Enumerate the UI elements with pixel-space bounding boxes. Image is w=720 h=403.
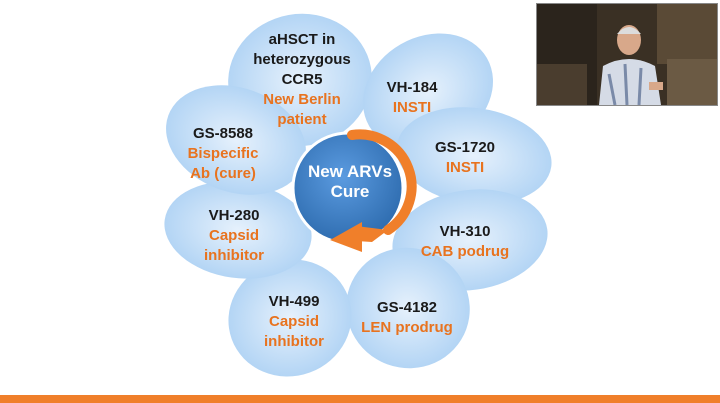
center-label: New ARVs Cure — [300, 162, 400, 202]
petal-label-ahsct: aHSCT in heterozygous CCR5 New Berlin pa… — [250, 30, 354, 130]
petal-vh499 — [228, 259, 352, 377]
petal-gs1720 — [396, 107, 552, 205]
petal-desc: inhibitor — [204, 247, 264, 264]
speaker-image — [537, 4, 717, 105]
petal-label-gs4182: GS-4182 LEN prodrug — [352, 298, 462, 338]
petal-gs8588 — [166, 85, 306, 195]
petal-code: GS-1720 — [434, 139, 496, 156]
petal-desc: CAB podrug — [420, 243, 510, 260]
petal-desc: New Berlin — [263, 91, 341, 108]
petal-code: GS-4182 — [376, 299, 438, 316]
petal-desc: LEN prodrug — [361, 319, 453, 336]
bottom-accent-bar — [0, 395, 720, 403]
petal-code: CCR5 — [281, 71, 323, 88]
center-line1: New ARVs — [307, 162, 393, 181]
petal-label-vh499: VH-499 Capsid inhibitor — [252, 292, 336, 352]
petal-code: VH-310 — [439, 223, 491, 240]
petal-desc: Ab (cure) — [190, 165, 256, 182]
petal-gs4182 — [346, 247, 470, 369]
petal-desc: Capsid — [208, 227, 259, 244]
petals — [164, 13, 552, 377]
center-line2: Cure — [330, 182, 370, 201]
petal-label-gs1720: GS-1720 INSTI — [420, 138, 510, 178]
petal-label-gs8588: GS-8588 Bispecific Ab (cure) — [176, 124, 270, 184]
petal-label-vh184: VH-184 INSTI — [372, 78, 452, 118]
speaker-video-thumbnail — [536, 3, 718, 106]
petal-desc: inhibitor — [264, 333, 324, 350]
petal-label-vh310: VH-310 CAB podrug — [410, 222, 520, 262]
petal-code: VH-184 — [386, 79, 438, 96]
petal-desc: Bispecific — [187, 145, 259, 162]
petal-label-vh280: VH-280 Capsid inhibitor — [192, 206, 276, 266]
petal-desc: Capsid — [268, 313, 319, 330]
petal-code: VH-499 — [268, 293, 320, 310]
petal-desc: INSTI — [392, 99, 432, 116]
petal-desc: INSTI — [445, 159, 485, 176]
cycle-arrow — [330, 129, 417, 252]
petal-desc: patient — [277, 111, 327, 128]
petal-code: aHSCT in — [268, 31, 336, 48]
petal-code: GS-8588 — [192, 125, 254, 142]
petal-code: heterozygous — [253, 51, 351, 68]
petal-vh280 — [164, 181, 312, 279]
petal-code: VH-280 — [208, 207, 260, 224]
